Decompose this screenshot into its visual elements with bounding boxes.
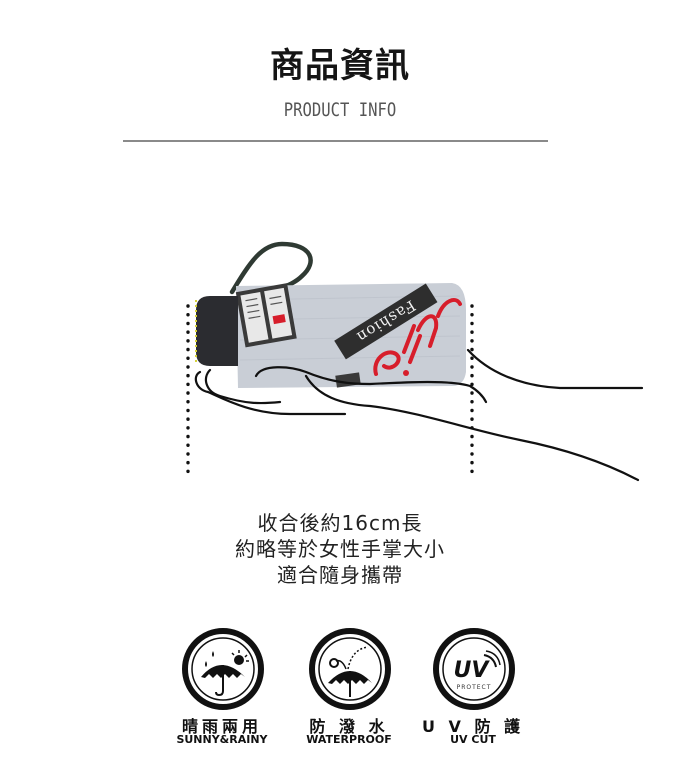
description-line-1: 收合後約16cm長 [257, 511, 423, 535]
sun-rain-umbrella-icon [182, 628, 264, 710]
umbrella-cap [196, 296, 238, 366]
page-title: 商品資訊 [270, 46, 410, 86]
umbrella-label-sticker [235, 283, 297, 348]
svg-text:UV: UV [454, 658, 491, 683]
waterproof-umbrella-icon [309, 628, 391, 710]
red-script-lettering [373, 298, 462, 376]
feature-label-en: SUNNY&RAINY [176, 733, 268, 746]
description-line-3: 適合隨身攜帶 [277, 563, 403, 587]
page-subtitle: PRODUCT INFO [283, 99, 397, 121]
feature-waterproof: 防 潑 水 WATERPROOF [304, 627, 394, 757]
uv-protect-icon: UV PROTECT [433, 628, 515, 710]
description-line-2: 約略等於女性手掌大小 [235, 537, 445, 561]
feature-sunny-rainy: 晴雨兩用 SUNNY&RAINY [176, 627, 268, 757]
svg-text:PROTECT: PROTECT [457, 684, 492, 691]
feature-label-en: WATERPROOF [306, 733, 392, 746]
feature-label-zh: U V 防 護 [421, 717, 525, 736]
title-divider [123, 140, 548, 142]
feature-label-en: UV CUT [450, 733, 496, 746]
feature-uv-cut: UV PROTECT U V 防 護 UV CUT [422, 627, 520, 757]
feature-label-zh: 防 潑 水 [309, 717, 389, 736]
hand-outline [194, 348, 644, 482]
feature-label-zh: 晴雨兩用 [181, 717, 262, 736]
umbrella-on-hand-illustration: Fashion [186, 241, 644, 482]
